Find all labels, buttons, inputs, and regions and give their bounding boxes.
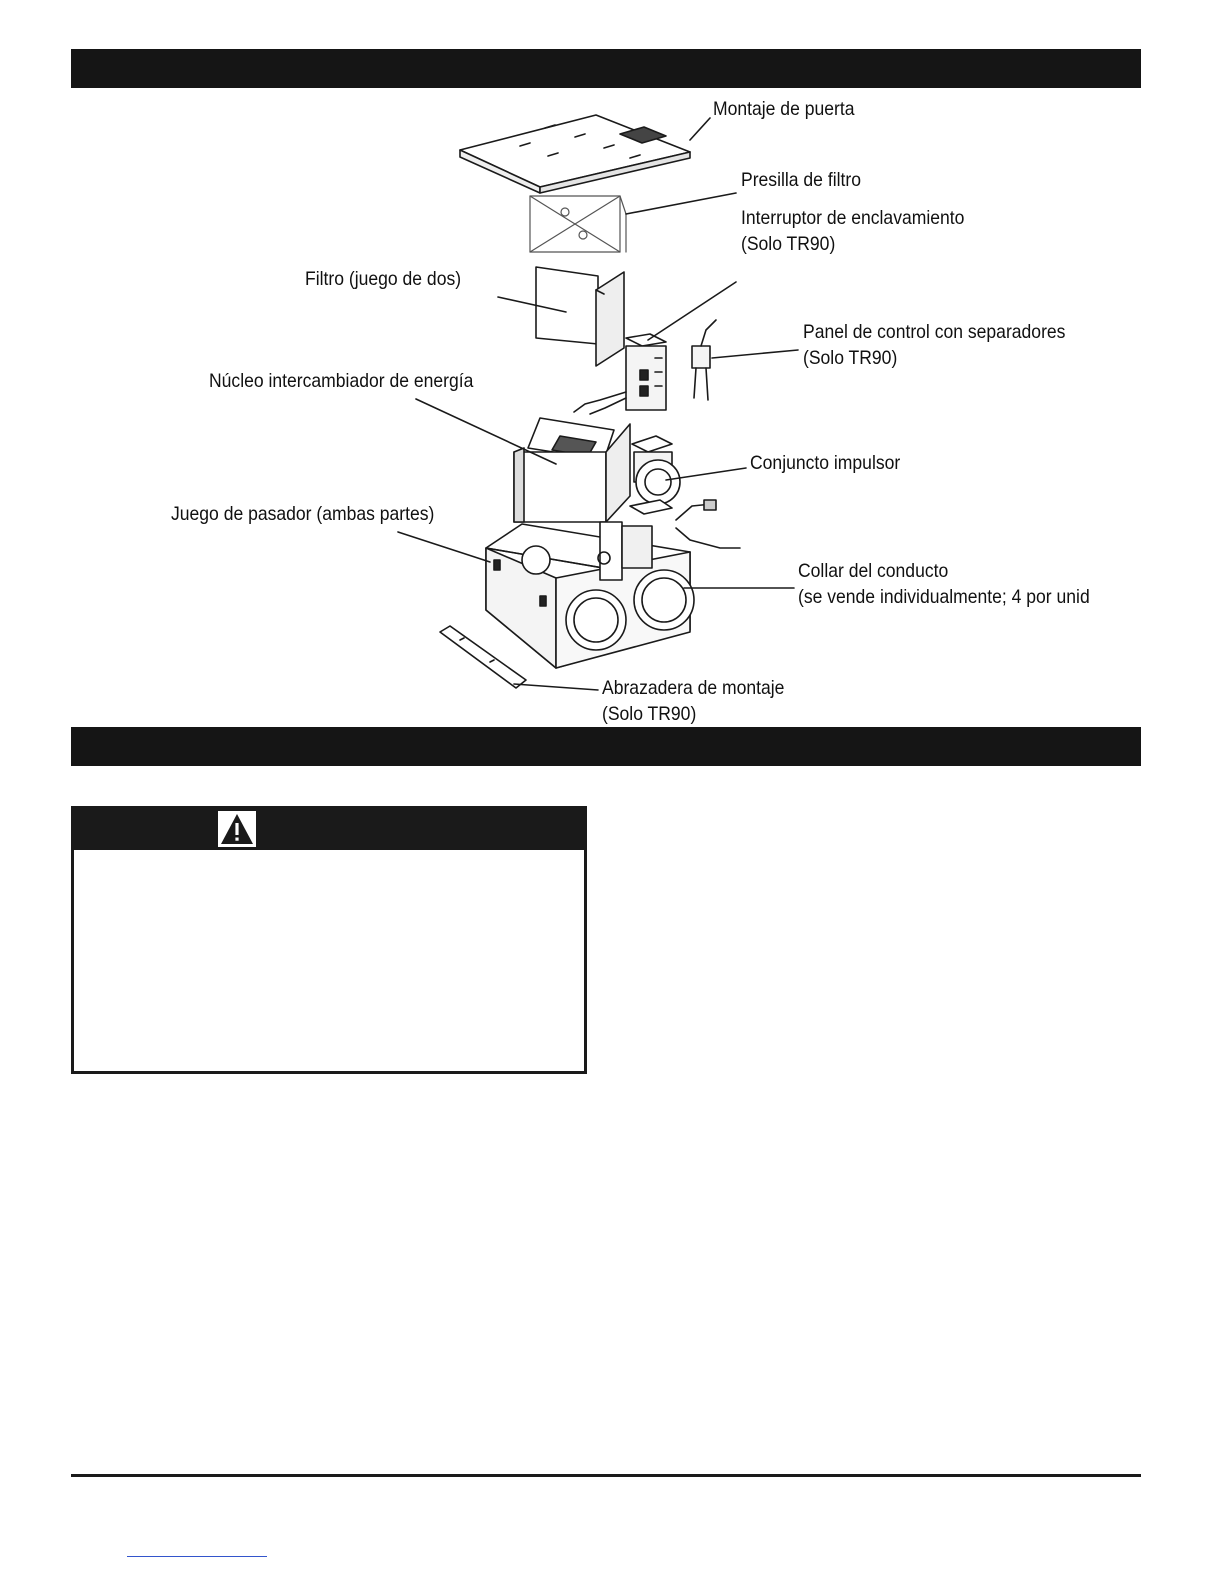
warning-triangle-icon [218,811,256,847]
label-mounting-bracket-note: (Solo TR90) [602,703,697,725]
footer-rule [71,1474,1141,1477]
leader-lines [397,117,799,691]
label-duct-collar: Collar del conducto [798,560,949,582]
label-control-panel-note: (Solo TR90) [803,347,898,369]
section-header-bar-top [71,49,1141,88]
label-interlock-switch-note: (Solo TR90) [741,233,836,255]
label-interlock-switch: Interruptor de enclavamiento [741,207,965,229]
interlock-switch-drawing [573,333,667,415]
label-blower-assembly: Conjuncto impulsor [750,452,901,474]
exploded-parts-diagram [397,114,799,691]
door-assembly-drawing [459,114,691,194]
label-duct-collar-note: (se vende individualmente; 4 por unid [798,586,1090,608]
label-mounting-bracket: Abrazadera de montaje [602,677,785,699]
label-latch-kit: Juego de pasador (ambas partes) [171,503,435,525]
filter-clip-drawing [529,195,627,253]
housing-cabinet-drawing [485,521,695,669]
blower-assembly-drawing [629,435,741,549]
energy-core-drawing [513,417,631,523]
warning-header [74,809,584,850]
section-header-bar-middle [71,727,1141,766]
label-filter: Filtro (juego de dos) [305,268,462,290]
control-panel-drawing [691,319,717,401]
label-filter-clip: Presilla de filtro [741,169,861,191]
footer-link-underline[interactable] [127,1556,267,1557]
warning-box [71,806,587,1074]
filter-drawing [535,266,625,367]
mounting-bracket-drawing [439,625,527,689]
label-energy-core: Núcleo intercambiador de energía [209,370,474,392]
label-door-assembly: Montaje de puerta [713,98,855,120]
label-control-panel: Panel de control con separadores [803,321,1066,343]
